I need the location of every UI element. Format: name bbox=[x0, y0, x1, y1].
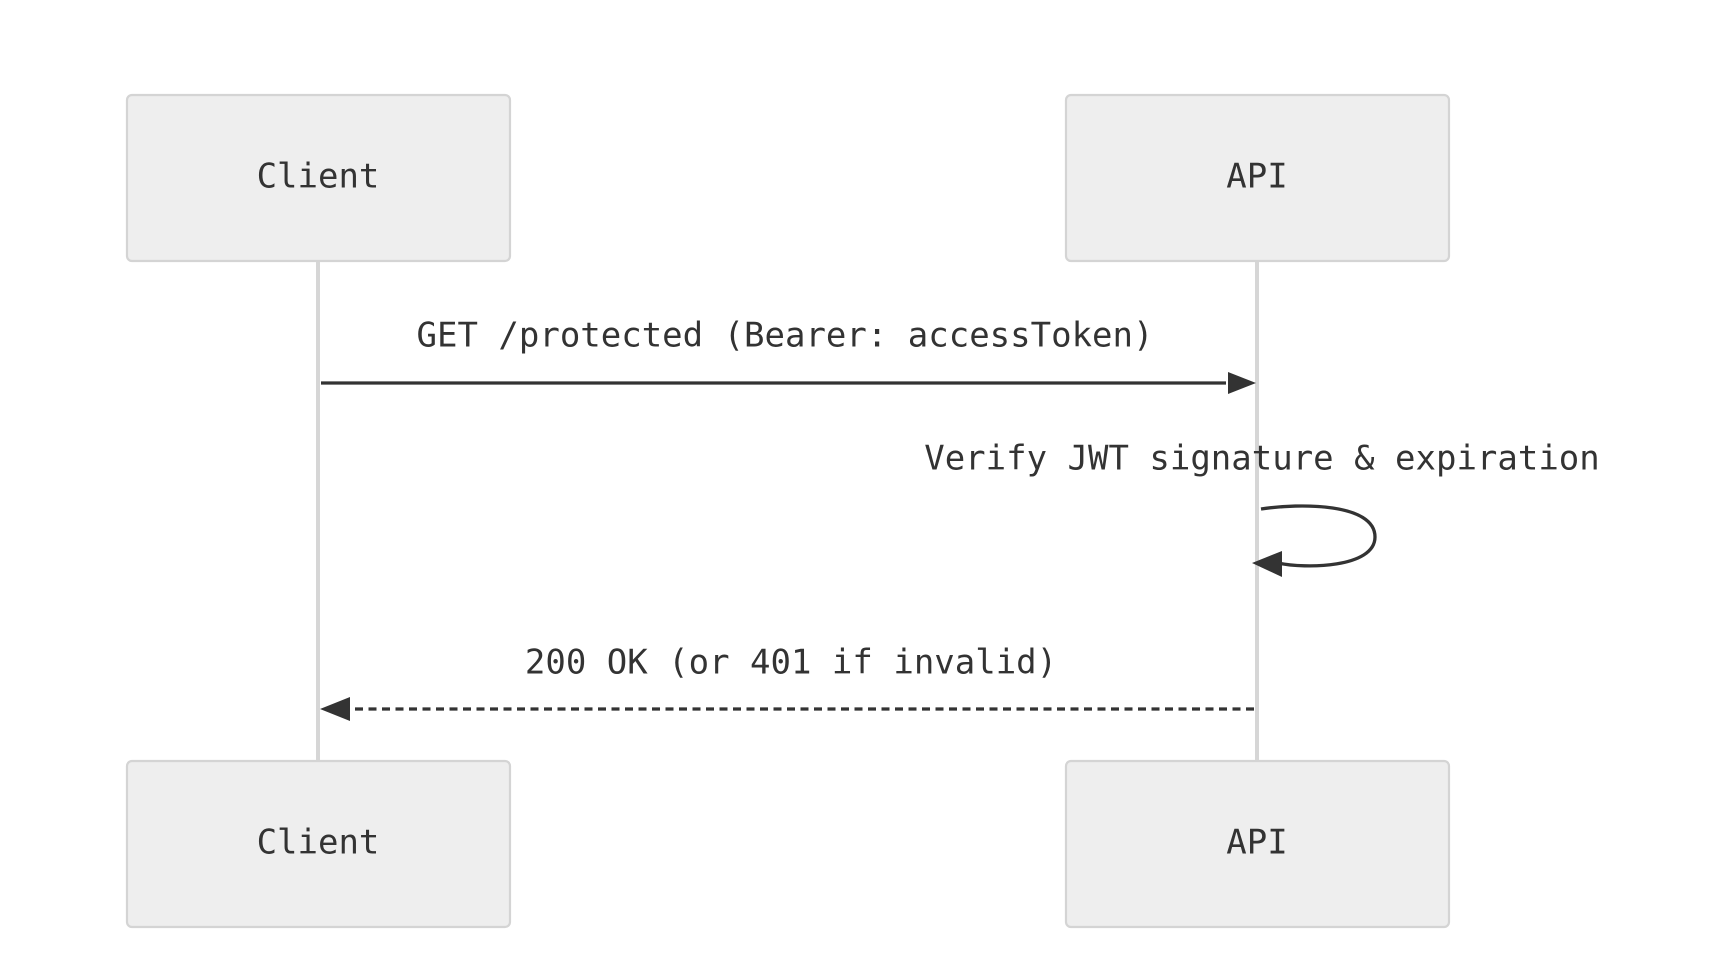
client-actor-top: Client bbox=[125, 93, 512, 263]
api-actor-bottom-label: API bbox=[1226, 823, 1287, 863]
message-verify-jwt-label: Verify JWT signature & expiration bbox=[924, 439, 1600, 479]
message-get-protected-arrowhead bbox=[1228, 372, 1256, 394]
message-200-ok: 200 OK (or 401 if invalid) bbox=[320, 643, 1254, 721]
message-get-protected: GET /protected (Bearer: accessToken) bbox=[321, 316, 1256, 394]
api-actor-top: API bbox=[1064, 93, 1451, 263]
api-actor-top-label: API bbox=[1226, 157, 1287, 197]
message-verify-jwt: Verify JWT signature & expiration bbox=[924, 439, 1600, 577]
api-actor-bottom: API bbox=[1064, 759, 1451, 929]
message-200-ok-arrowhead bbox=[320, 697, 350, 721]
message-200-ok-label: 200 OK (or 401 if invalid) bbox=[525, 643, 1057, 683]
message-get-protected-label: GET /protected (Bearer: accessToken) bbox=[417, 316, 1154, 356]
client-actor-top-label: Client bbox=[257, 157, 380, 197]
message-verify-jwt-loop bbox=[1260, 504, 1377, 568]
client-actor-bottom-label: Client bbox=[257, 823, 380, 863]
message-verify-jwt-arrowhead bbox=[1252, 551, 1282, 577]
client-actor-bottom: Client bbox=[125, 759, 512, 929]
